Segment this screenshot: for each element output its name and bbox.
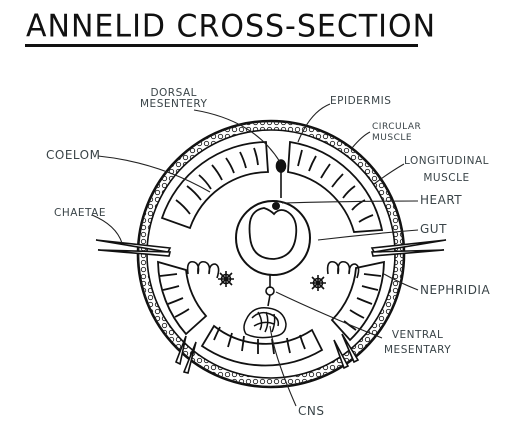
label-ventral-mesentary-line2: MESENTARY <box>384 344 452 356</box>
chaetae-bristles <box>95 239 447 374</box>
label-ventral-mesentary-line1: VENTRAL <box>391 329 444 341</box>
nephridium-left <box>186 260 234 287</box>
label-gut: GUT <box>420 222 447 236</box>
label-heart: HEART <box>420 193 463 207</box>
title-underline <box>25 44 418 47</box>
diagram-title: ANNELID CROSS-SECTION <box>26 8 437 45</box>
longitudinal-muscle-lower-left <box>157 260 208 336</box>
longitudinal-muscle-lower-right <box>330 260 385 342</box>
cns-ganglion <box>243 307 287 339</box>
label-cns: CNS <box>298 404 325 418</box>
label-longitudinal-muscle: LONGITUDINAL MUSCLE <box>404 156 489 184</box>
label-leader-lines <box>91 103 419 407</box>
label-coelom: COELOM <box>46 148 101 162</box>
ventral-mesentery <box>265 275 275 307</box>
gut-structure <box>235 200 311 276</box>
label-nephridia: NEPHRIDIA <box>420 283 491 297</box>
label-dorsal-mesentery-line1: DORSAL <box>150 87 197 99</box>
label-circular-muscle: CIRCULAR MUSCLE <box>372 122 421 144</box>
label-circular-muscle-line1: CIRCULAR <box>372 122 422 132</box>
label-chaetae: CHAETAE <box>54 207 106 219</box>
nephridium-right <box>310 260 360 291</box>
dorsal-vessel <box>275 159 287 198</box>
label-longitudinal-muscle-line1: LONGITUDINAL <box>404 155 489 167</box>
label-longitudinal-muscle-line2: MUSCLE <box>423 172 470 184</box>
label-epidermis: EPIDERMIS <box>330 95 392 107</box>
label-circular-muscle-line2: MUSCLE <box>372 133 413 143</box>
longitudinal-muscle-upper-right <box>287 140 384 233</box>
label-dorsal-mesentery: DORSAL MESENTERY <box>140 88 207 110</box>
label-dorsal-mesentery-line2: MESENTERY <box>140 98 208 110</box>
longitudinal-muscle-upper-left <box>160 141 269 230</box>
label-ventral-mesentary: VENTRAL MESENTARY <box>384 330 451 356</box>
body-wall <box>136 119 406 389</box>
longitudinal-muscle-bottom <box>200 324 324 367</box>
